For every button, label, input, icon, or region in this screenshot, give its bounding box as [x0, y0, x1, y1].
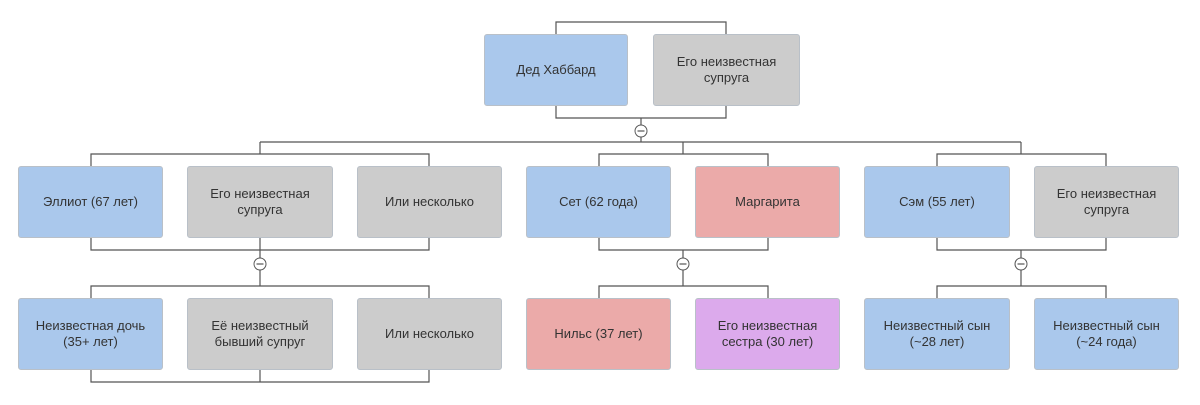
node-other-level2[interactable]: Или несколько: [357, 298, 502, 370]
set-bottom-bracket: [598, 238, 769, 251]
node-sam-spouse[interactable]: Его неизвестная супруга: [1034, 166, 1179, 238]
node-set[interactable]: Сет (62 года): [526, 166, 671, 238]
node-nils[interactable]: Нильс (37 лет): [526, 298, 671, 370]
node-label: Его неизвестная супруга: [210, 186, 310, 217]
node-sister[interactable]: Его неизвестная сестра (30 лет): [695, 298, 840, 370]
node-label: Его неизвестная супруга: [676, 54, 777, 85]
collapse-minus-icon[interactable]: [634, 124, 648, 138]
node-label: Или несколько: [385, 326, 474, 341]
root-couple-top-bracket: [555, 21, 727, 34]
collapse-minus-icon[interactable]: [676, 257, 690, 271]
node-ded-hubbard[interactable]: Дед Хаббард: [484, 34, 628, 106]
node-label: Дед Хаббард: [516, 62, 596, 77]
set-top-bracket: [598, 153, 769, 166]
sam-children-top-bracket: [936, 285, 1107, 298]
node-ex-husband[interactable]: Её неизвестный бывший супруг: [187, 298, 333, 370]
node-label: Его неизвестная сестра (30 лет): [717, 318, 818, 349]
collapse-minus-icon[interactable]: [253, 257, 267, 271]
node-label: Маргарита: [735, 194, 800, 209]
root-couple-bottom-bracket: [555, 106, 727, 119]
elliot-top-bracket: [90, 153, 430, 166]
node-elliot-other[interactable]: Или несколько: [357, 166, 502, 238]
node-label: Неизвестный сын (~24 года): [1053, 318, 1160, 349]
sam-top-bracket: [936, 153, 1107, 166]
node-unknown-daughter[interactable]: Неизвестная дочь (35+ лет): [18, 298, 163, 370]
node-sam[interactable]: Сэм (55 лет): [864, 166, 1010, 238]
node-label: Неизвестная дочь (35+ лет): [35, 318, 146, 349]
node-label: Её неизвестный бывший супруг: [211, 318, 309, 349]
node-root-spouse[interactable]: Его неизвестная супруга: [653, 34, 800, 106]
node-label: Сэм (55 лет): [899, 194, 975, 209]
node-margarita[interactable]: Маргарита: [695, 166, 840, 238]
node-label: Нильс (37 лет): [554, 326, 643, 341]
node-label: Или несколько: [385, 194, 474, 209]
node-elliot-spouse[interactable]: Его неизвестная супруга: [187, 166, 333, 238]
sam-bottom-bracket: [936, 238, 1107, 251]
node-label: Сет (62 года): [559, 194, 638, 209]
node-elliot[interactable]: Эллиот (67 лет): [18, 166, 163, 238]
node-label: Неизвестный сын (~28 лет): [883, 318, 991, 349]
node-unknown-son-1[interactable]: Неизвестный сын (~28 лет): [864, 298, 1010, 370]
node-unknown-son-2[interactable]: Неизвестный сын (~24 года): [1034, 298, 1179, 370]
node-label: Эллиот (67 лет): [43, 194, 138, 209]
node-label: Его неизвестная супруга: [1056, 186, 1157, 217]
set-children-top-bracket: [598, 285, 769, 298]
elliot-children-top-bracket: [90, 285, 430, 298]
collapse-minus-icon[interactable]: [1014, 257, 1028, 271]
